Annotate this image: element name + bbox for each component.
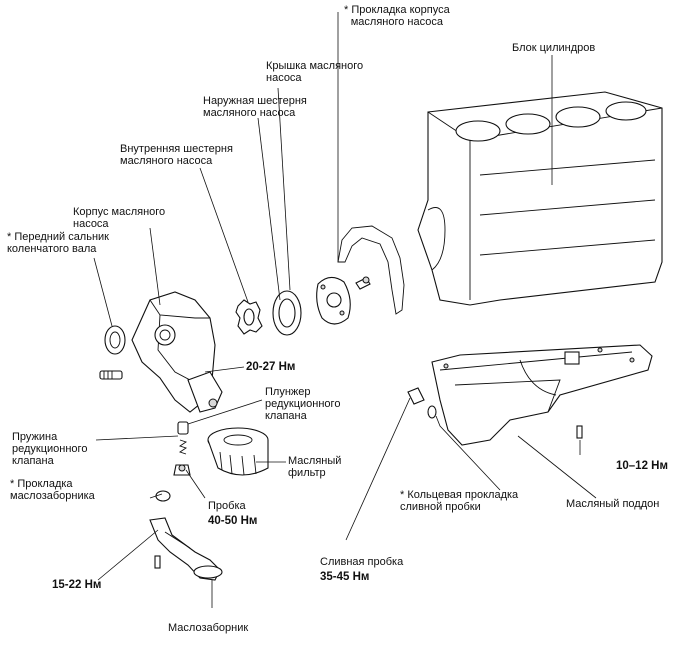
label-strainer: Маслозаборник	[168, 622, 249, 634]
strainer-bolt	[154, 555, 161, 569]
label-cylinder-block: Блок цилиндров	[512, 42, 596, 54]
label-torque-pan: 10–12 Нм	[616, 460, 668, 472]
relief-valve-spring	[178, 439, 188, 455]
label-torque-drain: 35-45 Нм	[320, 571, 370, 583]
cylinder-block	[417, 91, 663, 306]
front-crankshaft-seal	[104, 325, 126, 355]
relief-valve-plunger	[177, 421, 189, 435]
label-drain-plug: Сливная пробка	[320, 556, 404, 568]
oil-pump-body	[131, 291, 223, 413]
pump-bolt	[99, 370, 123, 380]
cover-bolt	[355, 276, 371, 290]
label-oil-pan: Масляный поддон	[566, 498, 660, 510]
outer-gear	[272, 290, 302, 336]
drain-plug	[407, 387, 425, 405]
pump-cover-gasket	[337, 225, 405, 315]
pan-bolt	[576, 425, 583, 439]
label-torque-strainer: 15-22 Нм	[52, 579, 102, 591]
label-torque-plug: 40-50 Нм	[208, 515, 258, 527]
label-torque-pump: 20-27 Нм	[246, 361, 296, 373]
strainer-gasket	[155, 490, 171, 502]
oil-strainer	[149, 517, 223, 581]
drain-plug-gasket	[427, 405, 437, 419]
oil-filter	[207, 427, 269, 476]
label-plug: Пробка	[208, 500, 246, 512]
inner-gear	[235, 299, 263, 335]
oil-pan	[431, 344, 653, 446]
leader-lines	[93, 12, 597, 608]
relief-plug	[173, 464, 191, 476]
pump-cover	[316, 276, 351, 325]
